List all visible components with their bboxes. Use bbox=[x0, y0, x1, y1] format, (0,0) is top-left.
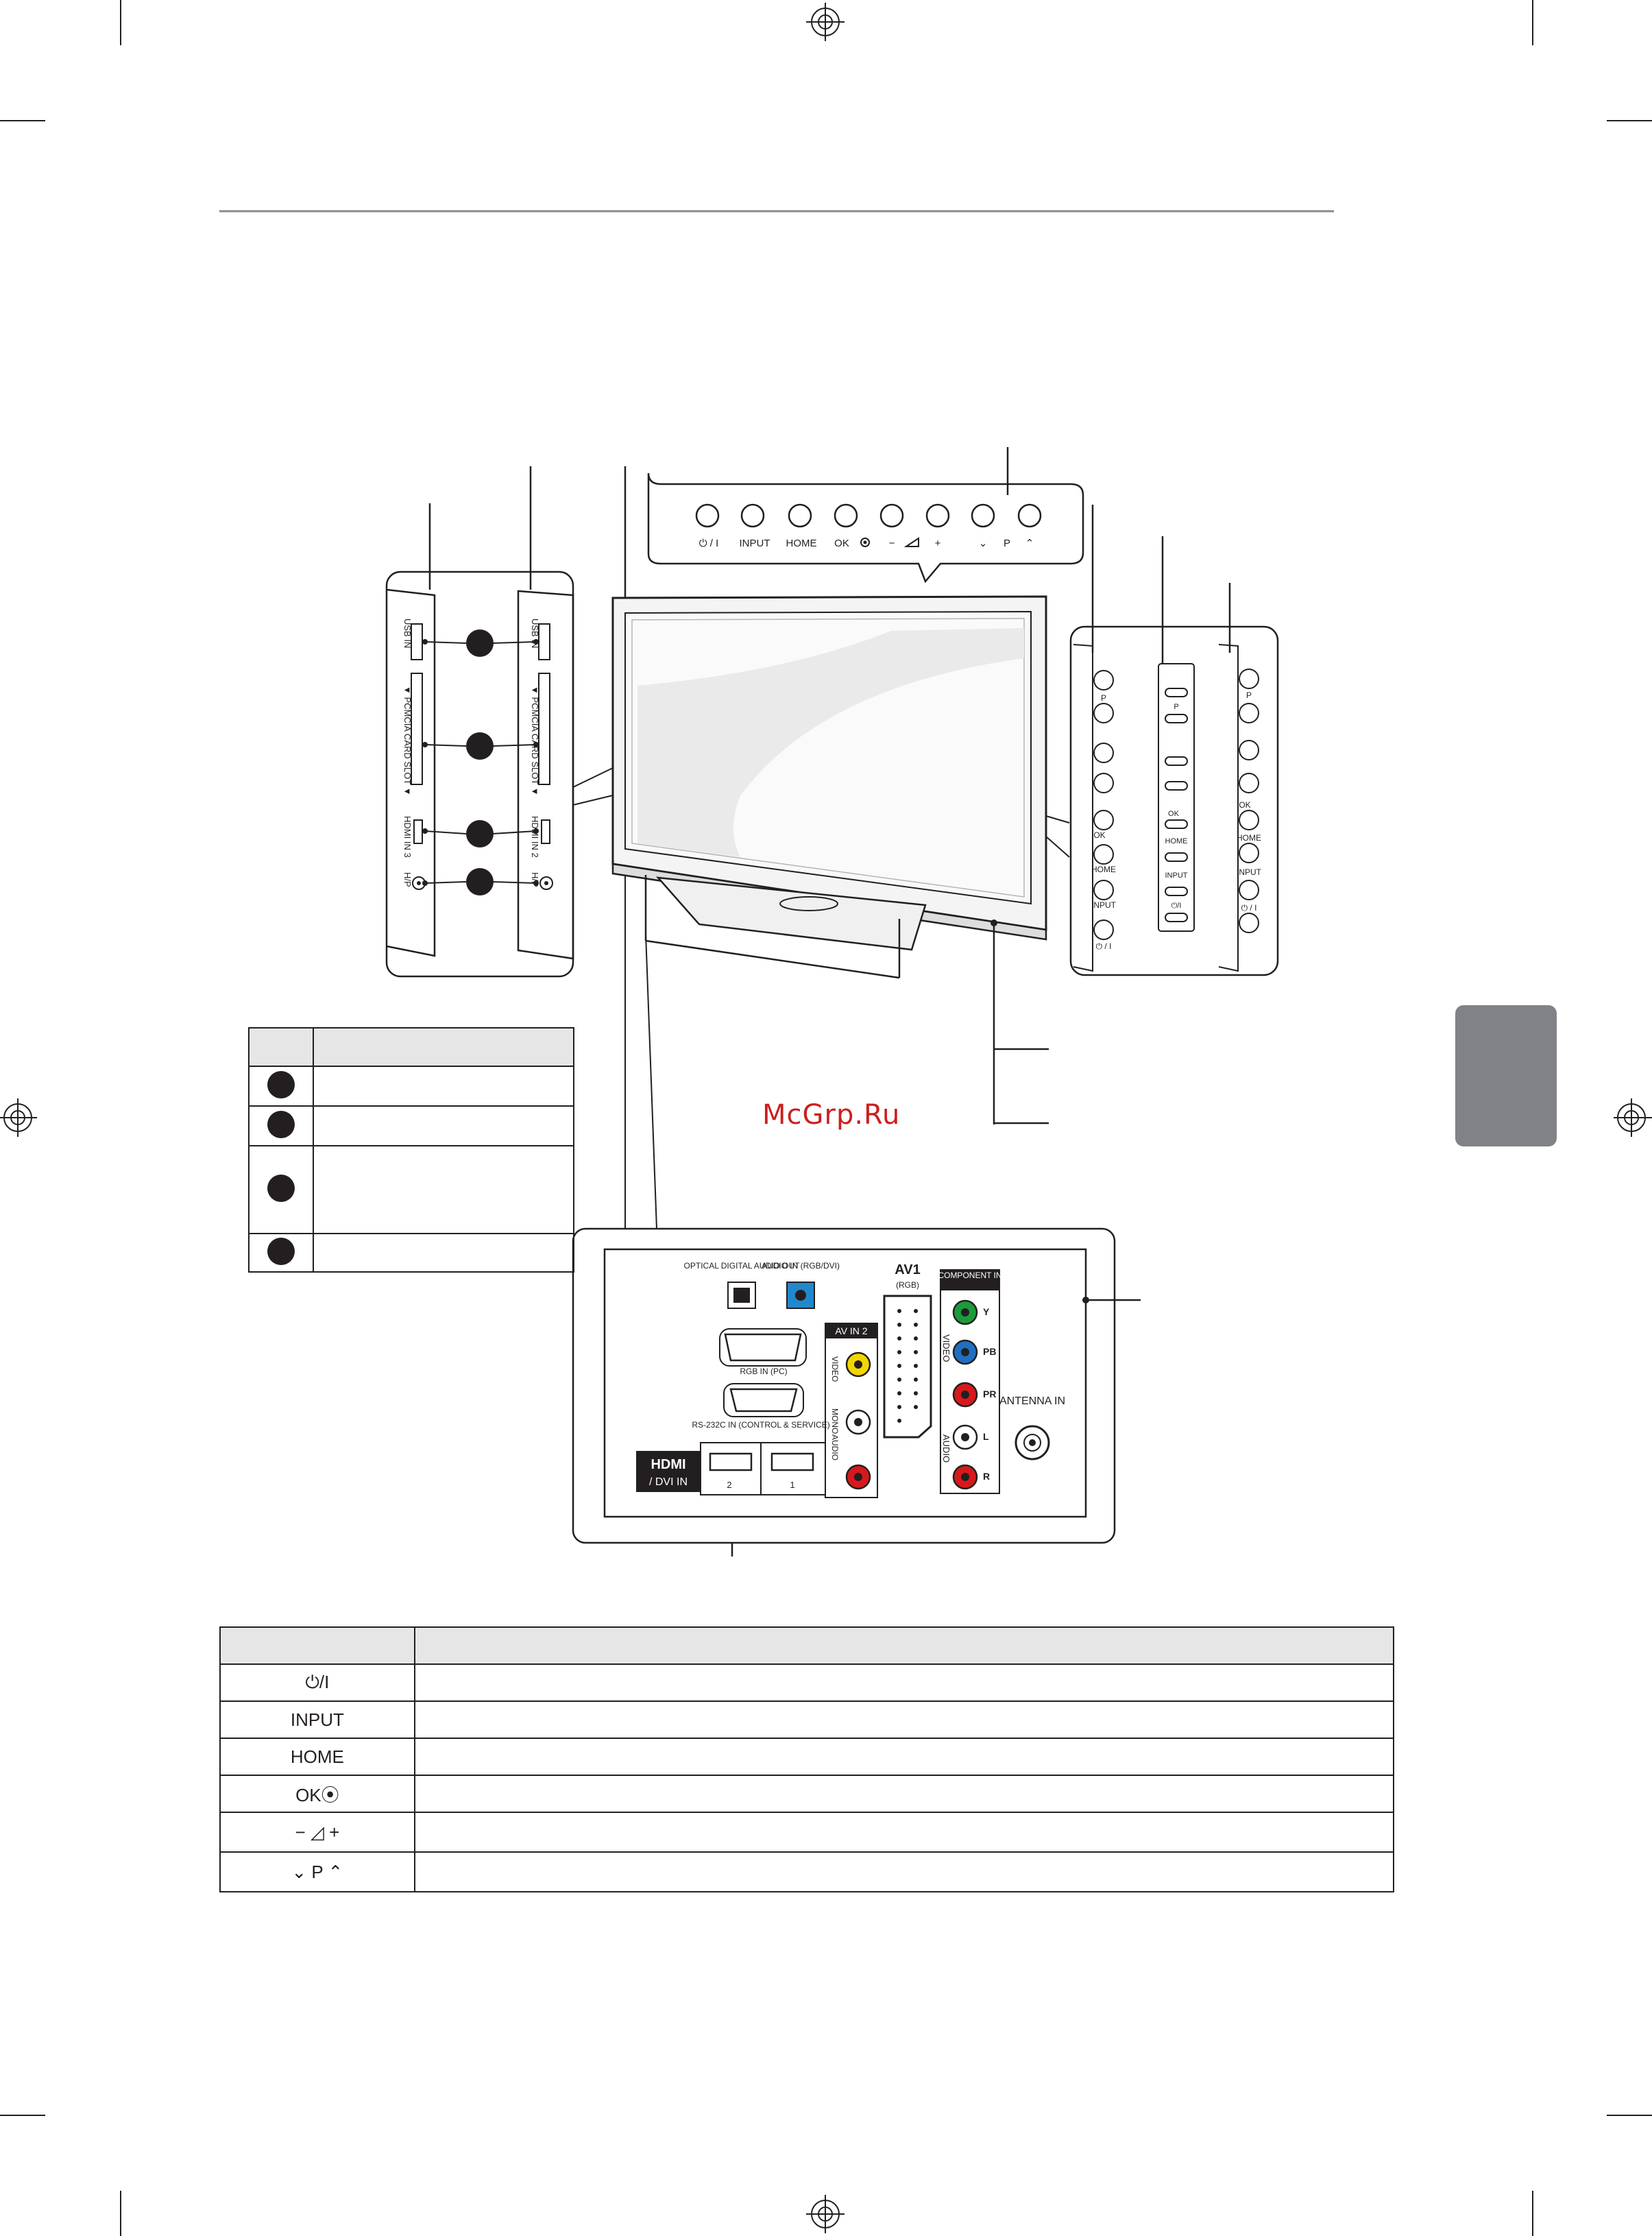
volume-icon bbox=[903, 537, 919, 547]
side-panel-left: USB IN ▼ PCMCIA CARD SLOT ▼ HDMI IN 3 H/… bbox=[385, 570, 574, 978]
dvi-label: / DVI IN bbox=[649, 1476, 688, 1488]
antenna-label: ANTENNA IN bbox=[999, 1395, 1065, 1407]
comp-y: Y bbox=[983, 1306, 990, 1317]
tv-illustration bbox=[428, 466, 1070, 1229]
av1-sub: (RGB) bbox=[896, 1280, 919, 1290]
right-c1-input: INPUT bbox=[1091, 900, 1117, 910]
rear-panel: OPTICAL DIGITAL AUDIO OUT AUDIO IN (RGB/… bbox=[572, 1227, 1141, 1556]
audio-in-label: AUDIO IN (RGB/DVI) bbox=[762, 1261, 840, 1271]
legend-table bbox=[248, 1027, 575, 1273]
hdmi-port-1: 1 bbox=[790, 1480, 794, 1490]
right-c2-home: HOME bbox=[1165, 837, 1188, 845]
comp-audio-label: AUDIO bbox=[941, 1434, 951, 1463]
component-label: COMPONENT IN bbox=[938, 1271, 1001, 1280]
right-c1-ok: OK bbox=[1093, 830, 1105, 840]
left-hdmi3-label: HDMI IN 3 bbox=[402, 816, 413, 858]
av2-video-label: VIDEO bbox=[830, 1356, 840, 1382]
optical-label: OPTICAL DIGITAL AUDIO OUT bbox=[684, 1261, 801, 1271]
number-dot-4 bbox=[466, 868, 494, 895]
right-c3-p: P bbox=[1246, 690, 1252, 700]
right-c3-home: HOME bbox=[1237, 833, 1261, 843]
rgb-label: RGB IN (PC) bbox=[740, 1367, 787, 1376]
rs232-label: RS-232C IN (CONTROL & SERVICE) bbox=[692, 1420, 829, 1430]
registration-mark-right bbox=[1614, 1098, 1652, 1137]
panel-button-power bbox=[695, 503, 720, 528]
av1-label: AV1 bbox=[895, 1262, 920, 1277]
btn-volume: − ◿ + bbox=[219, 1812, 415, 1853]
comp-pr: PR bbox=[983, 1389, 996, 1399]
left-pcmcia-label: ▼ PCMCIA CARD SLOT ▼ bbox=[402, 686, 413, 796]
panel-button-ch-down bbox=[971, 503, 995, 528]
panel-button-home bbox=[788, 503, 812, 528]
panel-label-p: P bbox=[1004, 538, 1010, 549]
legend-dot-2 bbox=[267, 1110, 295, 1138]
btn-power: ⏻/I bbox=[219, 1663, 415, 1702]
panel-button-vol-up bbox=[925, 503, 950, 528]
right-c1-home: HOME bbox=[1091, 865, 1116, 874]
watermark: McGrp.Ru bbox=[762, 1099, 901, 1131]
legend-dot-4 bbox=[267, 1237, 295, 1265]
panel-label-ch-down: ⌄ bbox=[979, 538, 988, 549]
btn-home: HOME bbox=[219, 1738, 415, 1776]
registration-mark-left bbox=[0, 1098, 37, 1137]
panel-label-minus: − bbox=[889, 538, 895, 549]
btn-ok: OK⦿ bbox=[219, 1775, 415, 1813]
panel-button-input bbox=[740, 503, 765, 528]
right-c1-power: ⏻ / I bbox=[1096, 941, 1112, 951]
right-c2-ok: OK bbox=[1168, 810, 1180, 818]
right-c3-input: INPUT bbox=[1237, 867, 1262, 877]
left-hp-label: H/P bbox=[402, 872, 413, 887]
hdmi-badge: HDMI bbox=[651, 1457, 685, 1472]
panel-label-ch-up: ⌃ bbox=[1025, 538, 1034, 549]
registration-mark-bottom bbox=[806, 2195, 845, 2233]
legend-dot-1 bbox=[267, 1070, 295, 1098]
panel-button-ch-up bbox=[1017, 503, 1042, 528]
buttons-table: ⏻/I INPUT HOME OK⦿ − ◿ + ⌄ P ⌃ bbox=[219, 1626, 1395, 1892]
legend-dot-3 bbox=[267, 1174, 295, 1202]
right-c1-p: P bbox=[1101, 693, 1106, 703]
side-panel-right: P OK HOME INPUT ⏻ / I P OK HOME INPUT ⏻/… bbox=[1069, 505, 1279, 976]
left-inner-pcmcia-label: ▼ PCMCIA CARD SLOT ▼ bbox=[530, 686, 540, 796]
panel-label-power: ⏻ / I bbox=[699, 538, 719, 549]
right-c2-p: P bbox=[1174, 703, 1178, 711]
left-inner-hdmi2-label: HDMI IN 2 bbox=[530, 816, 540, 858]
chapter-tab bbox=[1455, 1005, 1557, 1146]
comp-video-label: VIDEO bbox=[941, 1334, 951, 1362]
number-dot-3 bbox=[466, 820, 494, 847]
btn-input: INPUT bbox=[219, 1700, 415, 1739]
panel-label-home: HOME bbox=[786, 538, 817, 549]
hdmi-port-2: 2 bbox=[727, 1480, 731, 1490]
av2-audio-label: AUDIO bbox=[830, 1434, 840, 1460]
registration-mark-top bbox=[806, 3, 845, 41]
number-dot-1 bbox=[466, 629, 494, 657]
top-button-panel: ⏻ / I INPUT HOME OK − + ⌄ P ⌃ bbox=[647, 447, 1084, 584]
number-dot-2 bbox=[466, 732, 494, 760]
panel-button-ok bbox=[834, 503, 858, 528]
right-c2-input: INPUT bbox=[1165, 871, 1188, 880]
panel-label-plus: + bbox=[935, 538, 941, 549]
panel-label-ok: OK bbox=[834, 538, 849, 549]
right-c2-power: ⏻/I bbox=[1171, 902, 1182, 910]
btn-channel: ⌄ P ⌃ bbox=[219, 1851, 415, 1892]
comp-r: R bbox=[983, 1471, 990, 1482]
ok-dot-icon bbox=[860, 538, 870, 547]
comp-pb: PB bbox=[983, 1346, 996, 1357]
panel-button-vol-down bbox=[879, 503, 904, 528]
av2-mono-label: MONO bbox=[830, 1408, 840, 1434]
right-c3-ok: OK bbox=[1239, 800, 1250, 810]
panel-label-input: INPUT bbox=[740, 538, 770, 549]
comp-l: L bbox=[983, 1431, 989, 1442]
av-in2-label: AV IN 2 bbox=[835, 1325, 867, 1336]
left-usb-label: USB IN bbox=[402, 618, 413, 648]
right-c3-power: ⏻ / I bbox=[1241, 903, 1257, 913]
